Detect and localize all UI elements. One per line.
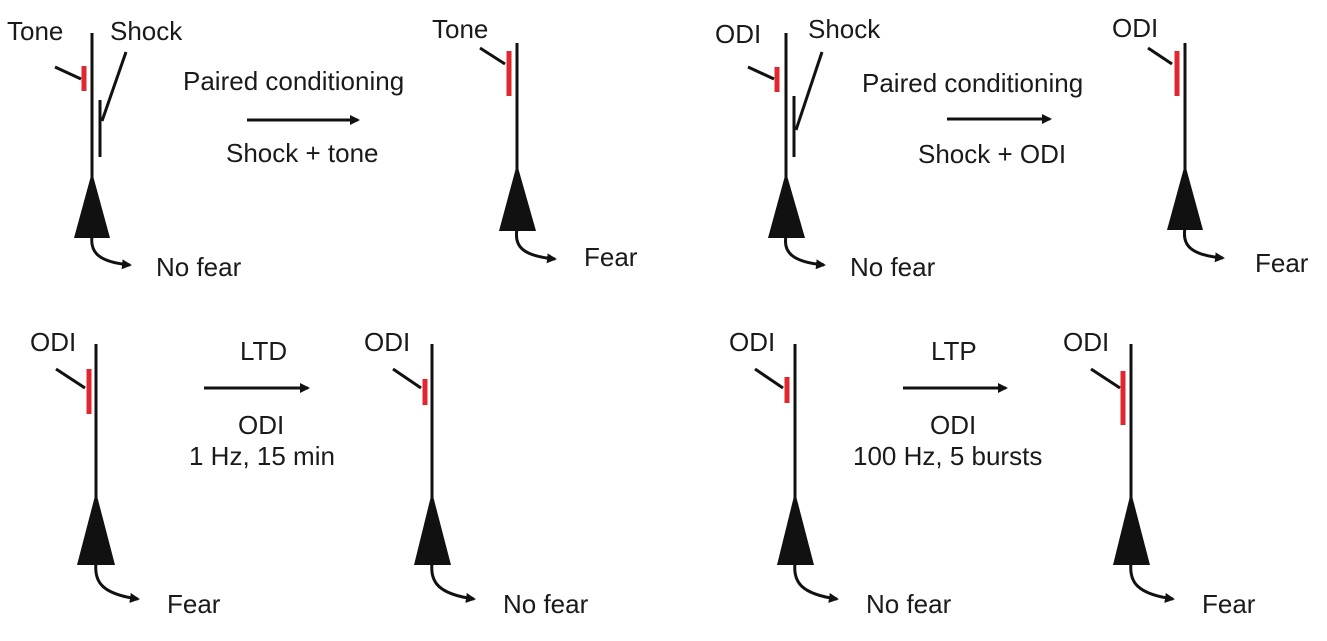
arrow-label-bottom-2: 100 Hz, 5 bursts: [853, 441, 1042, 471]
input-label: ODI: [1063, 327, 1109, 357]
transition: Paired conditioning Shock + tone: [183, 66, 404, 168]
input-label: Tone: [432, 14, 488, 44]
neuron-after: ODI Fear: [1112, 13, 1309, 278]
output-axon: [1129, 562, 1175, 603]
output-axon: [90, 235, 132, 270]
input-axon: [55, 367, 86, 390]
soma: [777, 492, 814, 565]
shock-label: Shock: [808, 14, 881, 44]
output-label: Fear: [1255, 248, 1309, 278]
output-axon: [783, 235, 826, 270]
input-axon: [479, 46, 506, 66]
shock-label: Shock: [110, 16, 183, 46]
input-axon: [1090, 367, 1121, 390]
arrow-label-top: LTD: [240, 336, 287, 366]
panel-tone-conditioning: Tone Shock No fear Paired conditioning S…: [7, 14, 638, 282]
transition: Paired conditioning Shock + ODI: [862, 68, 1083, 169]
output-label: Fear: [1202, 589, 1256, 619]
neuron-after: Tone Fear: [432, 14, 638, 272]
neuron-before: ODI Shock No fear: [715, 14, 936, 282]
arrow-label-top: Paired conditioning: [183, 66, 404, 96]
transition: LTP ODI 100 Hz, 5 bursts: [853, 336, 1042, 471]
output-label: No fear: [866, 589, 952, 619]
input-label: ODI: [715, 19, 761, 49]
output-axon: [1182, 227, 1225, 263]
arrow-label-bottom-1: ODI: [930, 410, 976, 440]
output-axon: [94, 562, 140, 603]
shock-axon: [100, 51, 128, 122]
arrow-label-top: LTP: [931, 336, 977, 366]
panel-odi-conditioning: ODI Shock No fear Paired conditioning Sh…: [715, 13, 1309, 282]
output-axon: [514, 228, 557, 264]
output-label: Fear: [584, 242, 638, 272]
panel-ltp: ODI No fear LTP ODI 100 Hz, 5 bursts ODI…: [729, 327, 1256, 619]
output-label: Fear: [167, 589, 221, 619]
soma: [1113, 492, 1150, 565]
neuron-after: ODI Fear: [1063, 327, 1256, 619]
soma: [77, 492, 115, 565]
output-axon: [430, 562, 476, 603]
output-label: No fear: [503, 589, 589, 619]
output-label: No fear: [850, 252, 936, 282]
input-label: ODI: [30, 327, 76, 357]
input-label: ODI: [729, 327, 775, 357]
arrow-label-bottom-1: ODI: [238, 410, 284, 440]
panel-ltd: ODI Fear LTD ODI 1 Hz, 15 min ODI No fea…: [30, 327, 589, 619]
neuron-after: ODI No fear: [364, 327, 589, 619]
soma: [499, 164, 536, 231]
input-label: ODI: [1112, 13, 1158, 43]
input-axon: [747, 65, 775, 81]
input-label: ODI: [364, 327, 410, 357]
output-label: No fear: [156, 252, 242, 282]
soma: [74, 172, 110, 238]
arrow-label-top: Paired conditioning: [862, 68, 1083, 98]
output-axon: [793, 562, 839, 603]
arrow-label-bottom: Shock + tone: [226, 138, 379, 168]
arrow-label-bottom: Shock + ODI: [918, 139, 1066, 169]
transition: LTD ODI 1 Hz, 15 min: [189, 336, 335, 471]
soma: [414, 492, 451, 565]
shock-axon: [794, 51, 824, 131]
input-axon: [392, 367, 422, 390]
neuron-before: Tone Shock No fear: [7, 16, 242, 282]
input-axon: [54, 65, 82, 81]
neuron-before: ODI Fear: [30, 327, 221, 619]
input-axon: [1147, 46, 1173, 66]
soma: [1167, 164, 1203, 230]
neuron-before: ODI No fear: [729, 327, 952, 619]
soma: [768, 172, 805, 238]
arrow-label-bottom-2: 1 Hz, 15 min: [189, 441, 335, 471]
input-label: Tone: [7, 16, 63, 46]
input-axon: [754, 367, 784, 390]
